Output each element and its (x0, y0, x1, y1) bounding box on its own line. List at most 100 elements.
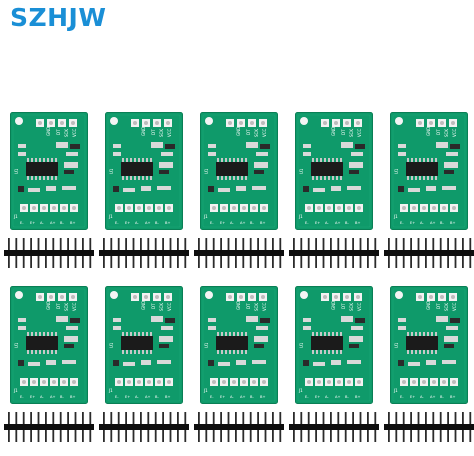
bottom-pads (210, 378, 268, 386)
svg-text:VCC: VCC (167, 302, 172, 311)
svg-text:VCC: VCC (357, 302, 362, 311)
svg-text:U1: U1 (109, 168, 114, 174)
svg-text:E-: E- (305, 395, 309, 399)
hx711-chip (406, 158, 438, 180)
svg-text:A+: A+ (430, 395, 435, 399)
svg-text:U1: U1 (394, 168, 399, 174)
bottom-pads (400, 378, 458, 386)
module-set-7: GND DT SCK VCC U1 J1 E- E+ A- A+ B- B+ (97, 286, 191, 456)
svg-text:E+: E+ (410, 221, 415, 225)
brand-name: SZHJW (10, 3, 107, 32)
hx711-chip (121, 158, 153, 180)
svg-text:DT: DT (56, 129, 61, 135)
svg-text:B+: B+ (260, 221, 265, 225)
svg-text:A+: A+ (50, 221, 55, 225)
svg-text:DT: DT (246, 303, 251, 309)
svg-text:E+: E+ (30, 395, 35, 399)
top-pads (131, 119, 172, 127)
svg-text:VCC: VCC (357, 128, 362, 137)
svg-text:A+: A+ (50, 395, 55, 399)
svg-text:A-: A- (230, 395, 234, 399)
hx711-module-board: GND DT SCK VCC U1 J1 E- E+ A- A+ B- B+ (200, 286, 278, 404)
svg-text:A+: A+ (335, 395, 340, 399)
svg-text:DT: DT (436, 129, 441, 135)
svg-text:A+: A+ (240, 395, 245, 399)
svg-text:VCC: VCC (167, 128, 172, 137)
svg-text:J1: J1 (393, 388, 398, 393)
svg-text:B+: B+ (450, 221, 455, 225)
bottom-pads (115, 378, 173, 386)
svg-text:B-: B- (155, 221, 159, 225)
svg-text:B-: B- (60, 221, 64, 225)
pin-header (382, 238, 474, 268)
bottom-pads (115, 204, 173, 212)
pin-header (287, 412, 381, 442)
svg-text:E-: E- (210, 221, 214, 225)
svg-text:B+: B+ (70, 221, 75, 225)
svg-text:SCK: SCK (159, 129, 164, 137)
bottom-pads (20, 378, 78, 386)
module-set-6: GND DT SCK VCC U1 J1 E- E+ A- A+ B- B+ (2, 286, 96, 456)
svg-text:U1: U1 (299, 168, 304, 174)
hx711-module-board: GND DT SCK VCC U1 J1 E- E+ A- A+ B- B+ (105, 112, 183, 230)
svg-text:DT: DT (436, 303, 441, 309)
svg-text:SCK: SCK (64, 129, 69, 137)
svg-text:E-: E- (400, 221, 404, 225)
svg-text:DT: DT (56, 303, 61, 309)
module-set-3: GND DT SCK VCC U1 J1 E- E+ A- A+ B- B+ (192, 112, 286, 282)
pin-header (192, 412, 286, 442)
svg-text:SCK: SCK (159, 303, 164, 311)
svg-text:A-: A- (135, 221, 139, 225)
hx711-module-board: GND DT SCK VCC U1 J1 E- E+ A- A+ B- B+ (10, 112, 88, 230)
svg-text:E+: E+ (125, 395, 130, 399)
svg-text:E+: E+ (125, 221, 130, 225)
svg-text:DT: DT (341, 303, 346, 309)
svg-text:A-: A- (325, 221, 329, 225)
svg-text:B-: B- (345, 221, 349, 225)
svg-text:B-: B- (250, 395, 254, 399)
svg-text:A+: A+ (240, 221, 245, 225)
svg-text:A+: A+ (335, 221, 340, 225)
svg-text:A+: A+ (145, 395, 150, 399)
svg-text:A-: A- (230, 221, 234, 225)
svg-text:E+: E+ (315, 395, 320, 399)
hx711-module-board: GND DT SCK VCC U1 J1 E- E+ A- A+ B- B+ (105, 286, 183, 404)
pin-header (2, 412, 96, 442)
svg-text:GND: GND (236, 127, 241, 136)
svg-text:U1: U1 (204, 342, 209, 348)
hx711-module-board: GND DT SCK VCC U1 J1 E- E+ A- A+ B- B+ (295, 286, 373, 404)
svg-text:B-: B- (60, 395, 64, 399)
svg-text:J1: J1 (108, 388, 113, 393)
svg-text:B-: B- (440, 221, 444, 225)
hx711-module-board: GND DT SCK VCC U1 J1 E- E+ A- A+ B- B+ (390, 112, 468, 230)
svg-text:B+: B+ (70, 395, 75, 399)
svg-text:A+: A+ (430, 221, 435, 225)
svg-text:E-: E- (305, 221, 309, 225)
svg-text:A-: A- (420, 395, 424, 399)
svg-text:SCK: SCK (444, 129, 449, 137)
svg-text:SCK: SCK (444, 303, 449, 311)
pin-header (2, 238, 96, 268)
svg-text:SCK: SCK (254, 303, 259, 311)
pin-header (97, 238, 191, 268)
hx711-module-board: GND DT SCK VCC U1 J1 E- E+ A- A+ B- B+ (390, 286, 468, 404)
svg-text:B+: B+ (355, 395, 360, 399)
svg-text:B+: B+ (165, 395, 170, 399)
svg-text:DT: DT (341, 129, 346, 135)
top-pads (321, 293, 362, 301)
svg-text:A-: A- (420, 221, 424, 225)
svg-text:B+: B+ (165, 221, 170, 225)
hx711-chip (311, 158, 343, 180)
svg-text:VCC: VCC (452, 128, 457, 137)
svg-text:A-: A- (325, 395, 329, 399)
svg-text:U1: U1 (204, 168, 209, 174)
svg-text:B+: B+ (355, 221, 360, 225)
module-set-10: GND DT SCK VCC U1 J1 E- E+ A- A+ B- B+ (382, 286, 474, 456)
svg-text:J1: J1 (203, 388, 208, 393)
hx711-chip (216, 332, 248, 354)
svg-text:GND: GND (46, 301, 51, 310)
svg-text:U1: U1 (299, 342, 304, 348)
top-pads (416, 293, 457, 301)
hx711-chip (26, 332, 58, 354)
hx711-chip (311, 332, 343, 354)
